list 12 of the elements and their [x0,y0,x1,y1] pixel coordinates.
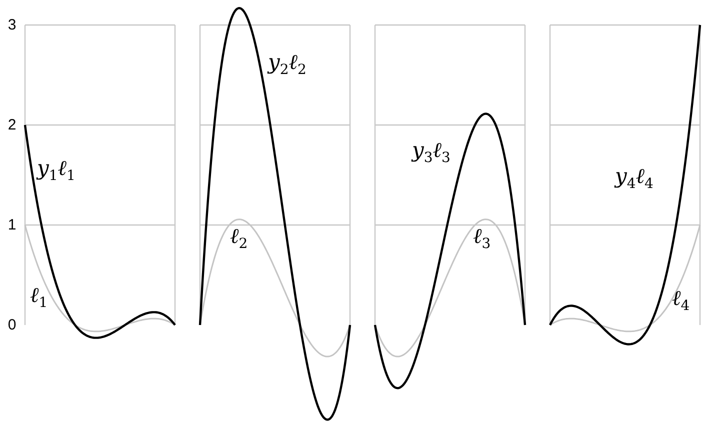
curve-label: ℓ$_{4}$ [672,288,690,314]
curve-label: y$_{3}$ℓ$_{3}$ [412,140,450,166]
axis-tick-label: 2 [8,118,16,132]
axis-tick-label: 0 [8,318,16,332]
curve-label: ℓ$_{1}$ [30,285,48,310]
curve-label: y$_{1}$ℓ$_{1}$ [37,158,76,184]
curve-label: ℓ$_{3}$ [473,226,491,252]
axis-tick-label: 1 [8,218,16,232]
curve-label: y$_{4}$ℓ$_{4}$ [615,166,654,192]
curve-label: y$_{2}$ℓ$_{2}$ [268,52,306,78]
axis-tick-label: 3 [8,18,16,32]
curve-label: ℓ$_{2}$ [230,226,248,252]
